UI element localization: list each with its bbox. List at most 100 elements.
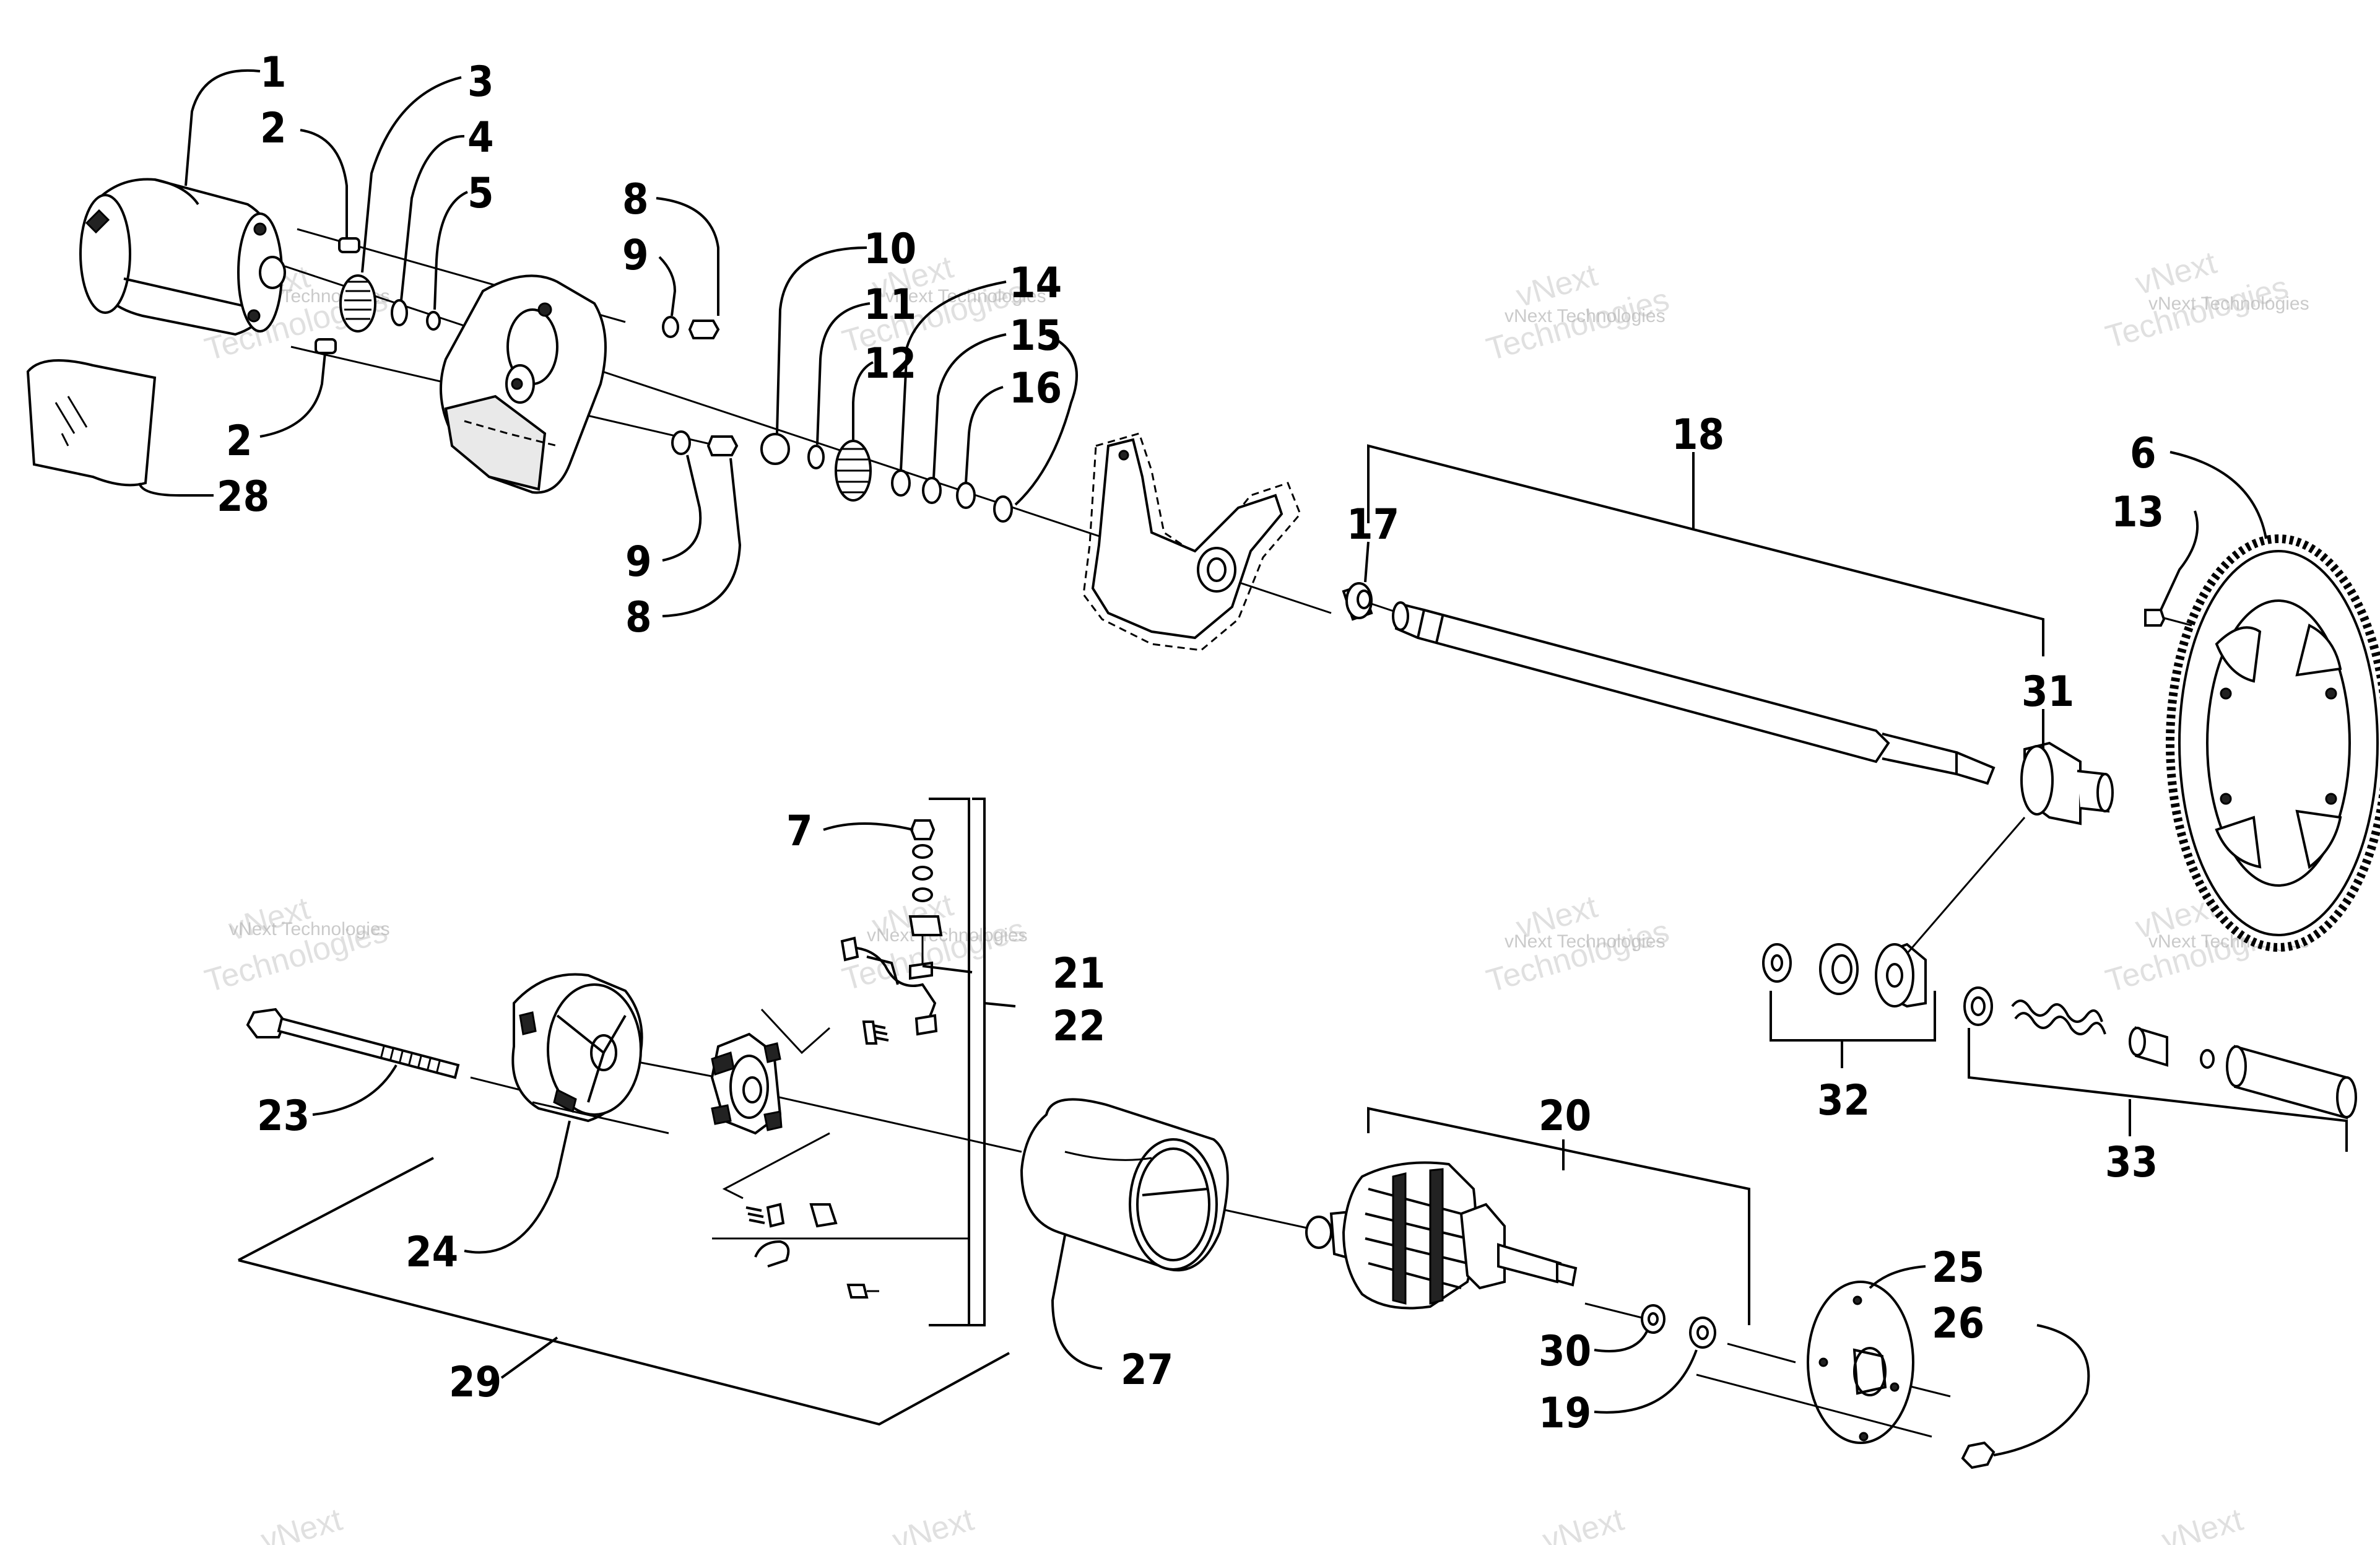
svg-text:vNext Technologies: vNext Technologies — [2148, 294, 2309, 314]
callout-31: 31 — [2022, 668, 2074, 716]
callout-11: 11 — [864, 281, 916, 329]
svg-text:vNext: vNext — [1539, 1502, 1628, 1545]
callout-6: 6 — [2130, 429, 2156, 478]
leader-18-bracket — [1367, 444, 2044, 656]
dowel-pin-lower — [315, 338, 337, 354]
leader-15 — [932, 333, 1007, 479]
field-yoke — [1020, 1098, 1229, 1272]
bracket-29-bottom — [238, 1259, 1010, 1426]
callout-33: 33 — [2105, 1138, 2158, 1187]
ring-gear — [2166, 534, 2380, 952]
leader-9-lower — [662, 455, 702, 562]
callout-2-lower: 2 — [226, 417, 253, 466]
ring-16 — [993, 495, 1013, 523]
armature — [1305, 1161, 1578, 1310]
gear-12 — [835, 440, 872, 502]
nut-8-lower — [706, 435, 739, 456]
callout-9-upper: 9 — [622, 231, 649, 280]
holder-to-yoke-line — [773, 1095, 1022, 1153]
callout-1: 1 — [260, 48, 287, 97]
svg-text:vNext: vNext — [257, 1502, 346, 1545]
leader-7 — [823, 822, 914, 831]
callout-19: 19 — [1539, 1389, 1591, 1438]
brush-springs — [745, 1021, 889, 1299]
callout-32: 32 — [1817, 1076, 1870, 1125]
svg-text:vNext: vNext — [2158, 1502, 2247, 1545]
screw-axis — [2163, 617, 2192, 627]
callout-14: 14 — [1009, 259, 1062, 308]
callout-18: 18 — [1672, 411, 1724, 459]
through-bolt — [246, 1008, 460, 1079]
callout-24: 24 — [406, 1228, 458, 1277]
callout-15: 15 — [1009, 311, 1062, 360]
leader-22 — [984, 1002, 1016, 1008]
leader-11 — [816, 302, 871, 445]
bracket-inner — [966, 798, 986, 1326]
leader-9-upper — [658, 256, 677, 316]
washer-15 — [922, 477, 942, 504]
end-cover — [1807, 1281, 1914, 1444]
svg-text:vNext Technologies: vNext Technologies — [1505, 306, 1666, 326]
cover-bracket-line — [1696, 1373, 1932, 1438]
leader-21 — [922, 965, 973, 973]
leader-2-lower — [259, 352, 326, 438]
washer-30-hole — [1648, 1312, 1659, 1326]
leader-8-upper — [656, 197, 719, 316]
svg-text:vNext Technologies: vNext Technologies — [1505, 931, 1666, 952]
callout-16: 16 — [1009, 364, 1062, 413]
pinion-link-line — [1906, 817, 2026, 954]
yoke-to-armature-line — [1213, 1206, 1313, 1230]
leader-15-right — [1014, 333, 1078, 506]
leader-6 — [2169, 451, 2267, 539]
brush-link-lower — [722, 1132, 830, 1199]
leader-26 — [1993, 1324, 2090, 1456]
leader-1 — [185, 69, 261, 186]
leader-25 — [1869, 1265, 1926, 1289]
armature-bracket — [1367, 1107, 1750, 1325]
leader-23 — [312, 1064, 397, 1116]
mounting-bracket — [1082, 432, 1301, 651]
leader-10 — [776, 246, 867, 434]
upper-assembly — [26, 178, 2380, 1120]
leader-32-bracket — [1770, 991, 1936, 1042]
pinion-31 — [2020, 741, 2114, 825]
brush-holder — [710, 1032, 783, 1135]
leader-14 — [900, 281, 1007, 471]
armature-to-washer-line — [1584, 1302, 1648, 1320]
leader-12 — [852, 361, 874, 440]
leader-19 — [1594, 1349, 1698, 1414]
leader-8-lower — [662, 458, 742, 617]
callout-8-lower: 8 — [625, 593, 652, 642]
callout-26: 26 — [1932, 1299, 1984, 1348]
leader-27 — [1051, 1235, 1103, 1370]
leader-5 — [433, 191, 468, 310]
callout-20: 20 — [1539, 1092, 1591, 1141]
callout-22: 22 — [1053, 1002, 1105, 1051]
decal-sheet — [26, 359, 157, 487]
callout-2-upper: 2 — [260, 104, 287, 153]
leader-4 — [400, 135, 465, 301]
callout-12: 12 — [864, 339, 916, 388]
ring-5 — [426, 311, 441, 331]
cap-to-holder-line — [637, 1061, 719, 1079]
leader-lines — [138, 69, 2348, 1456]
bracket-29-cap-line — [532, 1101, 669, 1134]
leader-33-bracket — [1968, 1028, 2348, 1152]
lower-assembly — [238, 798, 1996, 1469]
washer-to-cover-line — [1727, 1343, 1796, 1364]
bracket-29-top — [238, 1157, 434, 1261]
callout-9-lower: 9 — [625, 537, 652, 586]
callout-7: 7 — [786, 807, 813, 856]
callout-27: 27 — [1121, 1346, 1173, 1395]
ring-11 — [807, 445, 825, 469]
end-cap — [511, 973, 643, 1123]
callout-10: 10 — [864, 225, 916, 274]
callout-28: 28 — [217, 472, 269, 521]
bushing-10 — [760, 433, 790, 465]
callout-23: 23 — [257, 1092, 310, 1141]
leader-3 — [361, 76, 462, 273]
brush-link-upper — [760, 1008, 830, 1055]
svg-text:vNext Technologies: vNext Technologies — [885, 286, 1046, 307]
callout-17: 17 — [1347, 500, 1399, 549]
